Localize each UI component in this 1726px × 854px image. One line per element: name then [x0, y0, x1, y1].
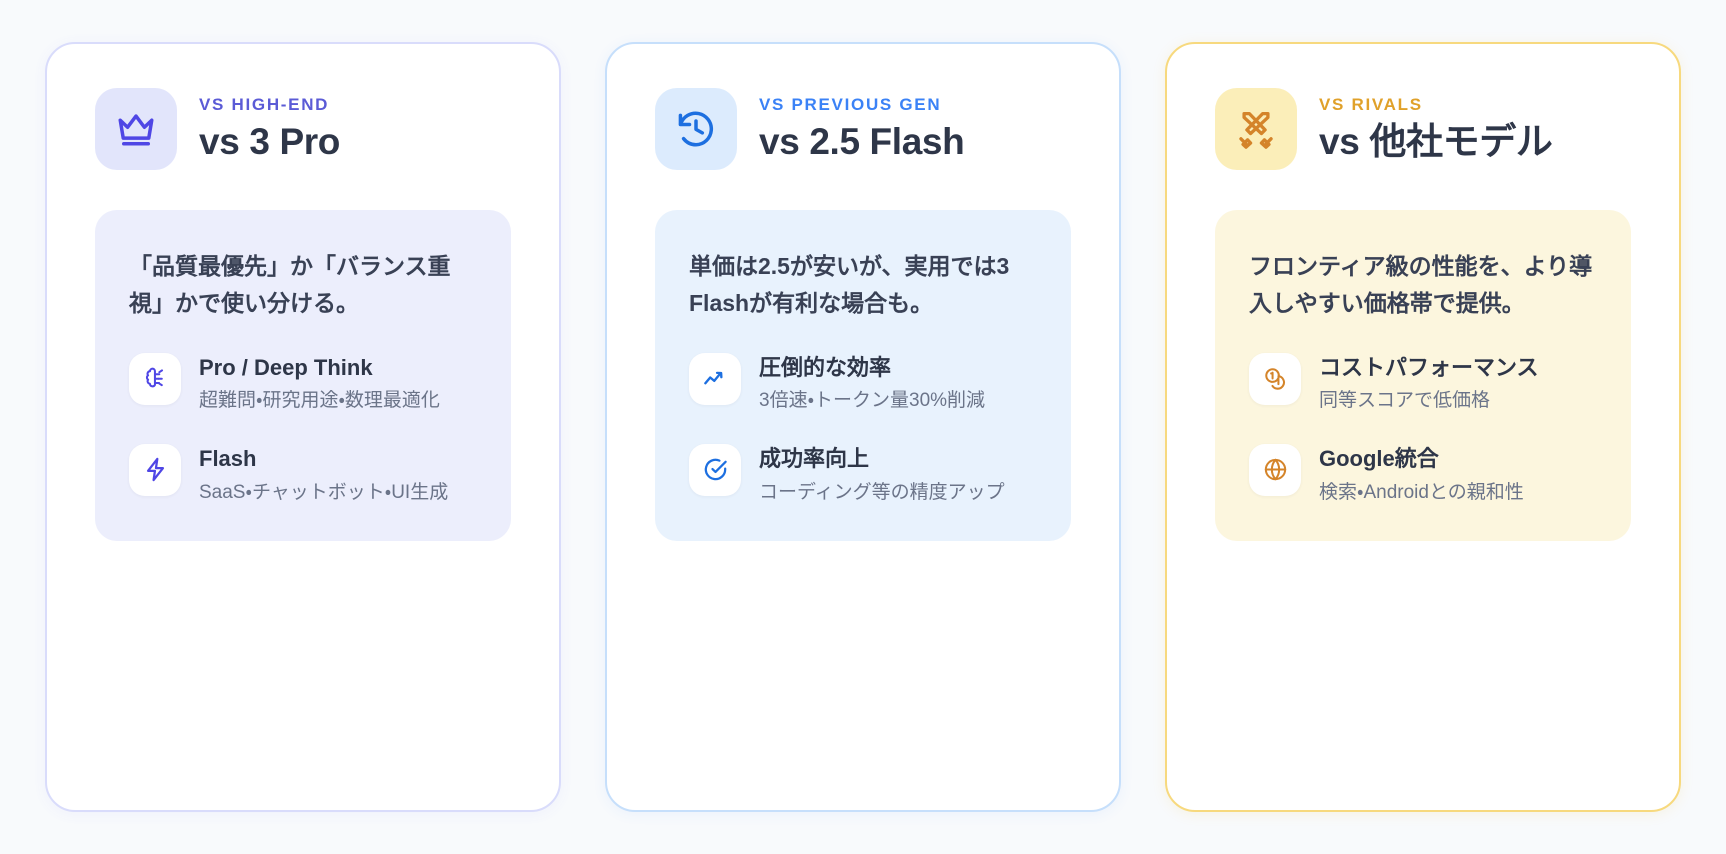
card-header-text: VS HIGH-END vs 3 Pro: [199, 95, 340, 162]
crown-icon: [95, 88, 177, 170]
feature-item[interactable]: Pro / Deep Think 超難問・研究用途・数理最適化: [129, 352, 477, 416]
feature-text: Google統合 検索・Androidとの親和性: [1319, 444, 1524, 507]
card-body-panel: 「品質最優先」か「バランス重視」かで使い分ける。 Pro / Deep Thin…: [95, 210, 511, 542]
card-header: VS PREVIOUS GEN vs 2.5 Flash: [655, 88, 1071, 170]
feature-description: 同等スコアで低価格: [1319, 390, 1491, 412]
comparison-card-vs-2-5-flash[interactable]: VS PREVIOUS GEN vs 2.5 Flash 単価は2.5が安いが、…: [605, 42, 1121, 812]
card-body-panel: 単価は2.5が安いが、実用では3 Flashが有利な場合も。 圧倒的な効率 3倍…: [655, 210, 1071, 542]
feature-item[interactable]: Flash SaaS・チャットボット・UI生成: [129, 443, 477, 507]
feature-title: 成功率向上: [759, 445, 870, 471]
lightning-bolt-icon: [129, 443, 181, 496]
feature-item[interactable]: 圧倒的な効率 3倍速・トークン量30%削減: [689, 352, 1037, 416]
feature-text: コストパフォーマンス 同等スコアで低価格: [1319, 353, 1539, 416]
feature-description: コーディング等の精度アップ: [759, 481, 1005, 503]
card-summary: フロンティア級の性能を、より導入しやすい価格帯で提供。: [1249, 253, 1593, 317]
feature-description: SaaS・チャットボット・UI生成: [199, 481, 449, 503]
feature-item[interactable]: 成功率向上 コーディング等の精度アップ: [689, 443, 1037, 507]
comparison-card-vs-rivals[interactable]: VS RIVALS vs 他社モデル フロンティア級の性能を、より導入しやすい価…: [1165, 42, 1681, 812]
card-title: vs 2.5 Flash: [759, 121, 965, 163]
card-title: vs 3 Pro: [199, 121, 341, 163]
crossed-swords-icon: [1215, 88, 1297, 170]
trending-up-icon: [689, 352, 741, 405]
card-summary: 「品質最優先」か「バランス重視」かで使い分ける。: [129, 253, 451, 317]
feature-text: 圧倒的な効率 3倍速・トークン量30%削減: [759, 353, 985, 416]
clock-history-icon: [655, 88, 737, 170]
feature-item[interactable]: コストパフォーマンス 同等スコアで低価格: [1249, 352, 1597, 416]
feature-title: Pro / Deep Think: [199, 354, 373, 380]
feature-description: 3倍速・トークン量30%削減: [759, 390, 986, 412]
globe-icon: [1249, 443, 1301, 496]
feature-title: Google統合: [1319, 445, 1439, 471]
card-header-text: VS PREVIOUS GEN vs 2.5 Flash: [759, 95, 965, 163]
card-eyebrow: VS PREVIOUS GEN: [759, 95, 942, 115]
feature-list: Pro / Deep Think 超難問・研究用途・数理最適化 Flash Sa…: [129, 352, 477, 508]
feature-title: コストパフォーマンス: [1319, 354, 1539, 380]
card-eyebrow: VS HIGH-END: [199, 95, 330, 115]
comparison-card-vs-3-pro[interactable]: VS HIGH-END vs 3 Pro 「品質最優先」か「バランス重視」かで使…: [45, 42, 561, 812]
feature-list: 圧倒的な効率 3倍速・トークン量30%削減 成功率向上 コーディング等の精度アッ…: [689, 352, 1037, 508]
check-circle-icon: [689, 443, 741, 496]
feature-item[interactable]: Google統合 検索・Androidとの親和性: [1249, 443, 1597, 507]
feature-description: 検索・Androidとの親和性: [1319, 481, 1524, 503]
brain-icon: [129, 352, 181, 405]
card-header-text: VS RIVALS vs 他社モデル: [1319, 95, 1553, 163]
coins-icon: [1249, 352, 1301, 405]
feature-text: Flash SaaS・チャットボット・UI生成: [199, 444, 448, 507]
feature-text: Pro / Deep Think 超難問・研究用途・数理最適化: [199, 353, 440, 416]
card-eyebrow: VS RIVALS: [1319, 95, 1423, 115]
card-body-panel: フロンティア級の性能を、より導入しやすい価格帯で提供。 コストパフォーマンス 同: [1215, 210, 1631, 542]
card-header: VS HIGH-END vs 3 Pro: [95, 88, 511, 170]
feature-title: Flash: [199, 445, 257, 471]
feature-description: 超難問・研究用途・数理最適化: [199, 390, 440, 412]
card-header: VS RIVALS vs 他社モデル: [1215, 88, 1631, 170]
feature-text: 成功率向上 コーディング等の精度アップ: [759, 444, 1005, 507]
card-title: vs 他社モデル: [1319, 121, 1553, 163]
card-summary: 単価は2.5が安いが、実用では3 Flashが有利な場合も。: [689, 253, 1010, 317]
feature-title: 圧倒的な効率: [759, 354, 892, 380]
feature-list: コストパフォーマンス 同等スコアで低価格 Google統合: [1249, 352, 1597, 508]
